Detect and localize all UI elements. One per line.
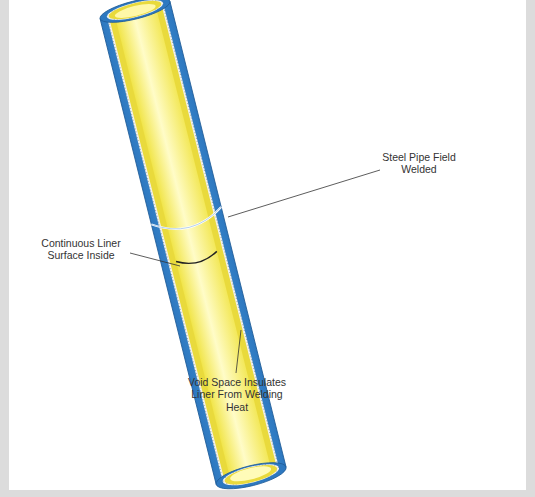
callout-label: Continuous Liner Surface Inside <box>34 237 128 262</box>
callout-label: Void Space Insulates Liner From Welding … <box>180 376 294 413</box>
leader-lines <box>130 170 380 373</box>
pipe-body <box>98 0 289 494</box>
callout-label: Steel Pipe Field Welded <box>382 151 456 176</box>
